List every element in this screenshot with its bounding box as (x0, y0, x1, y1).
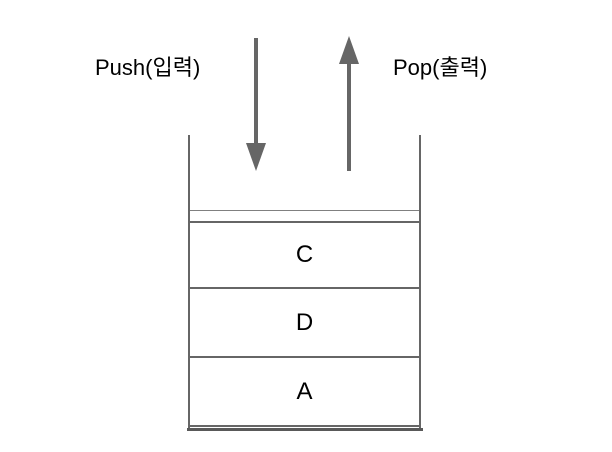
pop-arrow-head (339, 36, 359, 64)
empty-slot-line (190, 210, 419, 211)
stack-cell-top: C (190, 223, 419, 287)
push-label: Push(입력) (95, 55, 201, 80)
pop-label: Pop(출력) (393, 55, 488, 80)
push-arrow-head (246, 143, 266, 171)
container-bottom-edge (187, 428, 423, 431)
stack-cells: C D A (188, 221, 421, 427)
stack-cell-bottom: A (190, 356, 419, 425)
push-arrow-shaft (254, 38, 258, 146)
stack-cell-middle: D (190, 287, 419, 356)
pop-arrow-shaft (347, 62, 351, 171)
